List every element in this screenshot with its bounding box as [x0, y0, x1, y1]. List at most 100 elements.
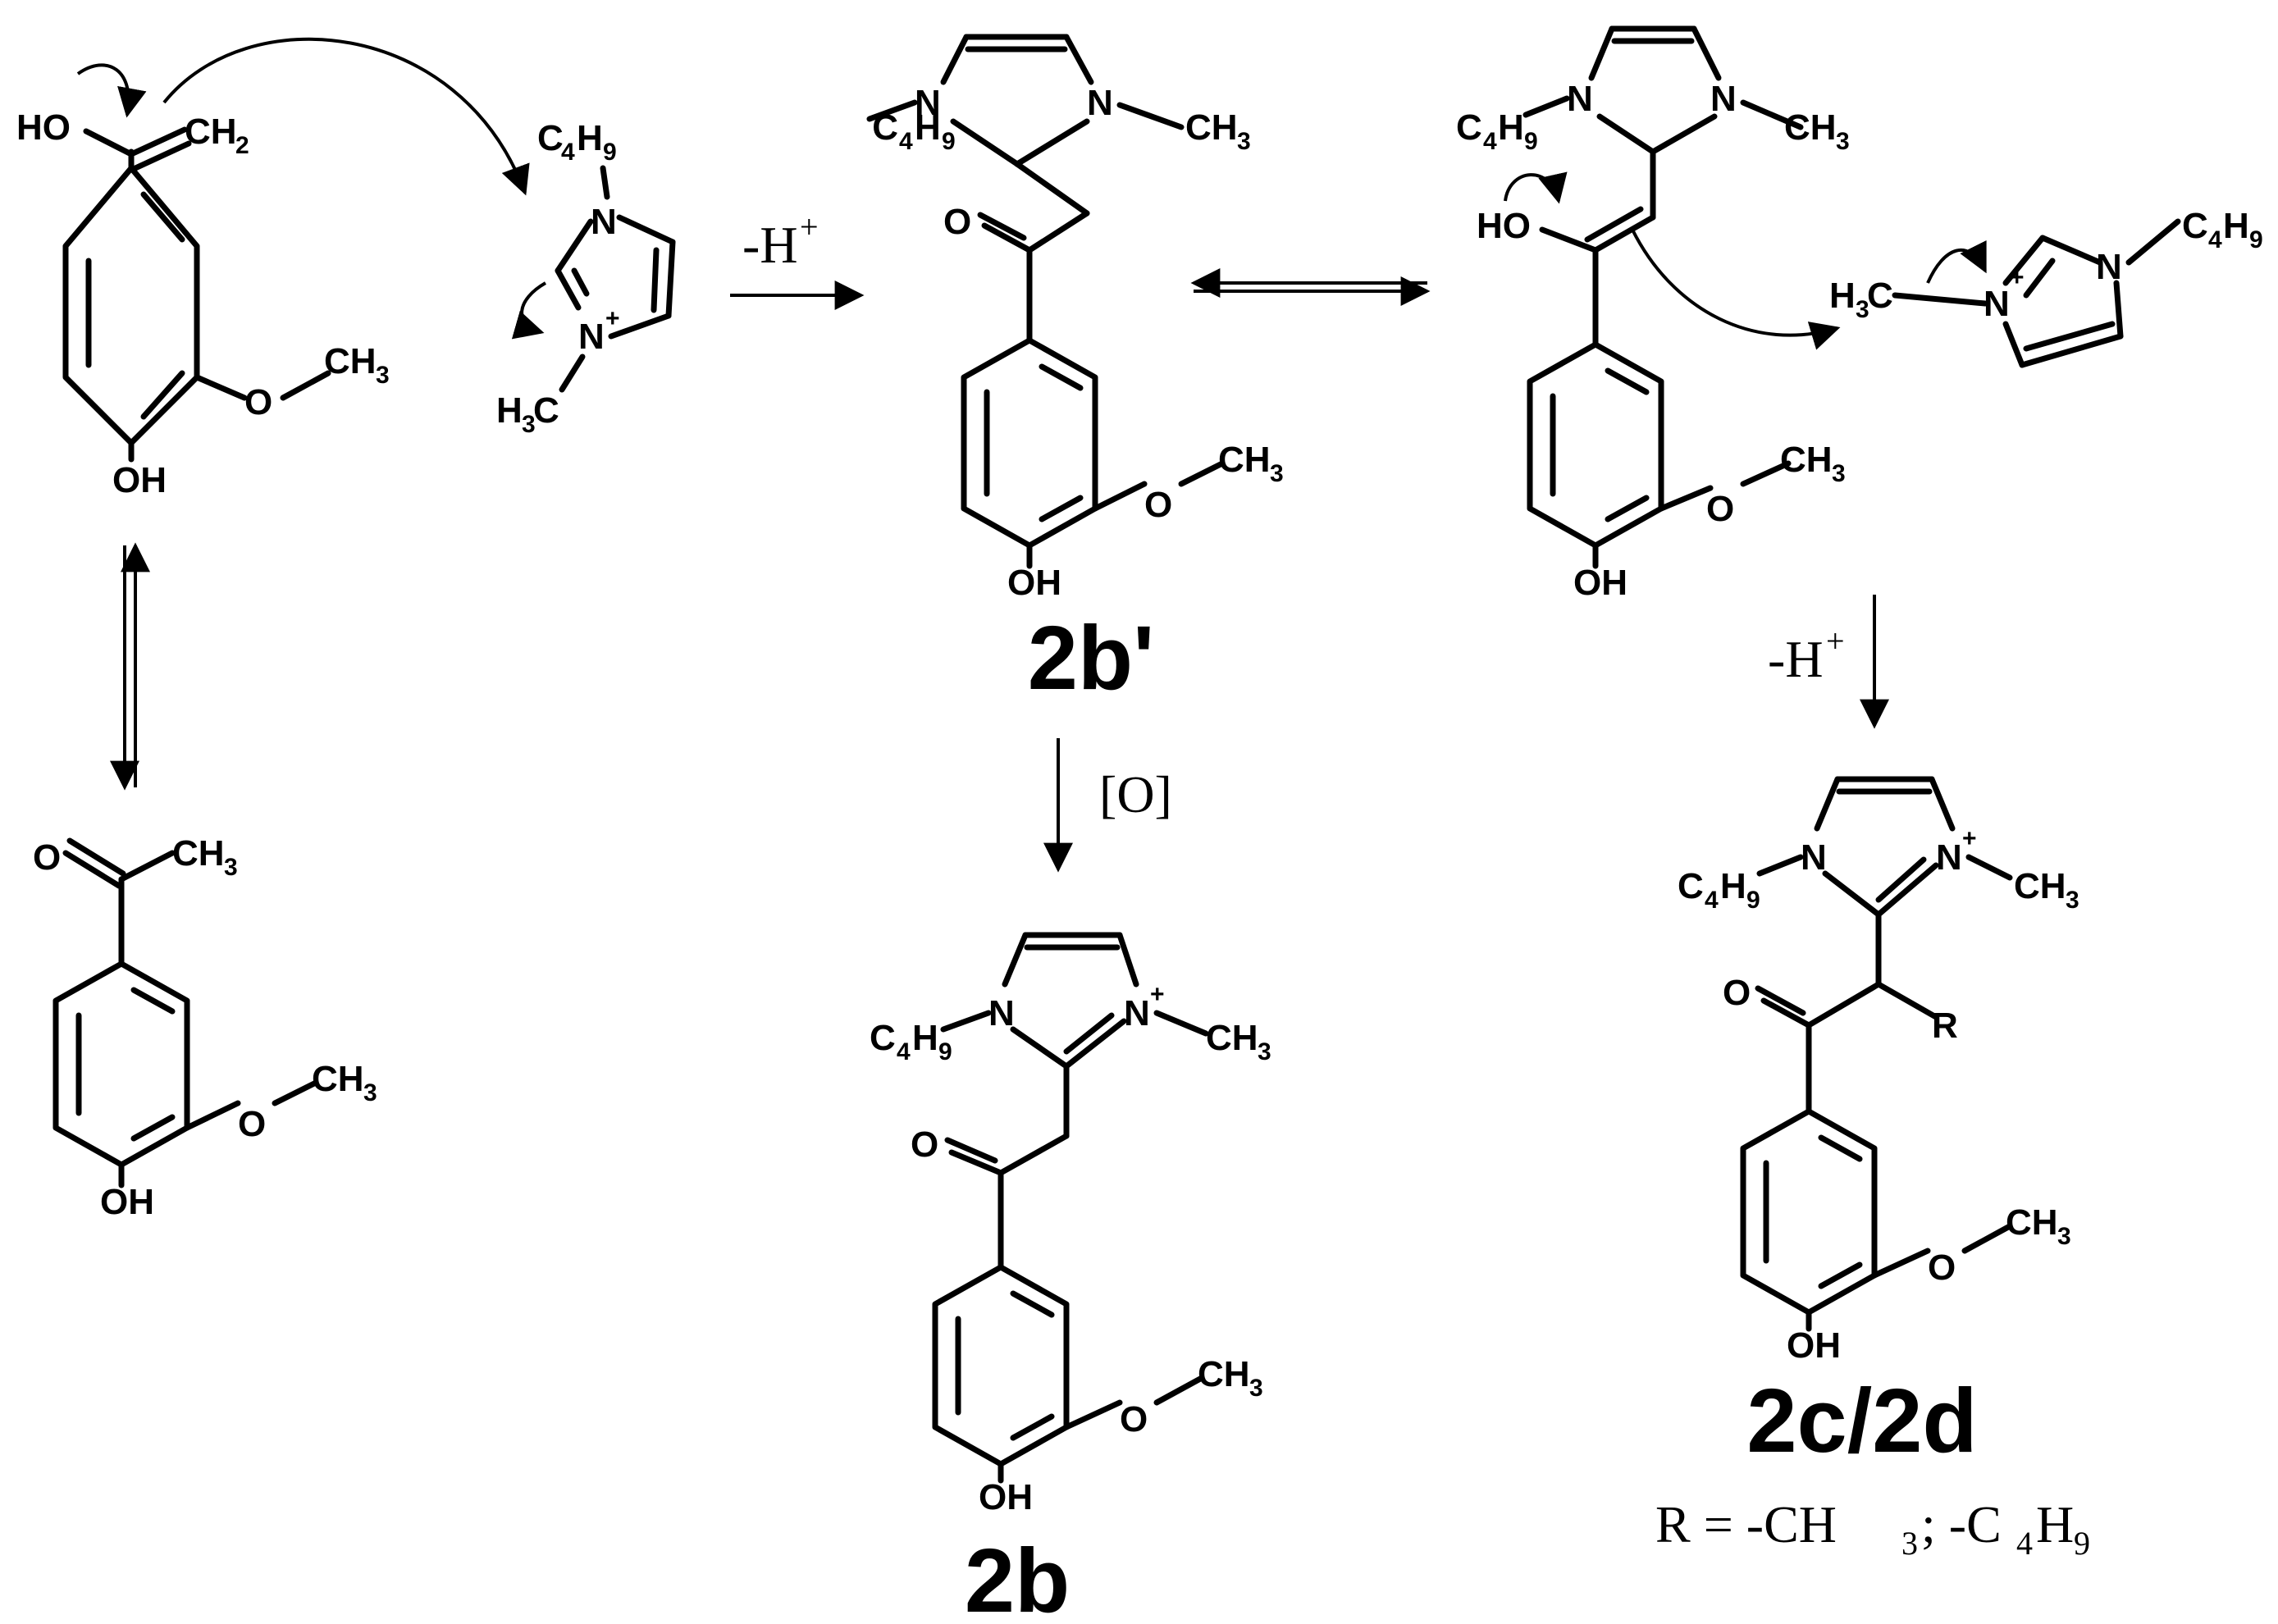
svg-text:N: N [1124, 993, 1150, 1033]
svg-text:N: N [1936, 837, 1962, 878]
svg-text:9: 9 [942, 128, 956, 155]
svg-text:CH: CH [312, 1059, 364, 1099]
ch2-label: CH [185, 112, 237, 152]
svg-text:9: 9 [2249, 226, 2263, 253]
svg-text:H: H [2223, 206, 2249, 246]
svg-text:+: + [1826, 623, 1845, 659]
svg-text:3: 3 [224, 854, 238, 881]
hydroxyl-label: HO [16, 107, 71, 148]
svg-text:+: + [1150, 981, 1165, 1008]
svg-text:3: 3 [363, 1079, 377, 1106]
compound-label-2c-2d: 2c/2d [1746, 1371, 1977, 1471]
svg-text:CH: CH [2014, 866, 2066, 906]
imidazolium-reagent: C 4 H 9 N N + H 3 C [496, 118, 676, 438]
deprotonation-step-1: -H + [730, 208, 865, 310]
intermediate-2b-prime: N N CH 3 C 4 H 9 O O CH 3 OH 2b' [866, 34, 1284, 709]
svg-text:CH: CH [1185, 107, 1238, 148]
svg-text:OH: OH [1007, 563, 1061, 603]
svg-text:N: N [1567, 79, 1593, 119]
svg-text:[O]: [O] [1099, 765, 1172, 823]
svg-text:O: O [1706, 489, 1734, 529]
svg-text:C: C [2182, 206, 2208, 246]
svg-text:H: H [1829, 276, 1856, 316]
svg-text:H: H [1720, 866, 1746, 906]
svg-text:3: 3 [2066, 887, 2079, 914]
svg-text:-H: -H [742, 216, 798, 274]
svg-text:O: O [1723, 973, 1751, 1013]
product-2b: N N + CH 3 C 4 H 9 O O CH 3 OH 2b [870, 932, 1271, 1624]
equilibrium-arrows-top [1190, 268, 1431, 306]
svg-text:CH: CH [1780, 440, 1833, 480]
methylimidazolium: H 3 C N + N C 4 H 9 [1829, 206, 2263, 368]
svg-text:3: 3 [522, 411, 536, 438]
svg-text:C: C [1678, 866, 1704, 906]
svg-text:9: 9 [2074, 1525, 2090, 1562]
svg-text:3: 3 [376, 362, 390, 389]
svg-text:O: O [1144, 485, 1172, 525]
svg-text:O: O [1928, 1248, 1956, 1288]
svg-text:O: O [943, 202, 971, 242]
svg-text:N: N [915, 83, 941, 123]
svg-text:N: N [988, 993, 1015, 1033]
svg-text:OH: OH [100, 1182, 154, 1222]
svg-text:H: H [2036, 1495, 2074, 1553]
svg-text:O: O [238, 1104, 266, 1144]
phenol-oh-label: OH [112, 460, 167, 500]
svg-text:3: 3 [1249, 1375, 1263, 1402]
svg-text:4: 4 [1705, 887, 1719, 914]
product-2c-2d: N N + CH 3 C 4 H 9 R O O CH 3 OH 2c/2d [1655, 776, 2090, 1562]
enol-tautomer: HO CH 2 O CH 3 OH [16, 63, 390, 500]
methyl-label: CH [324, 341, 377, 381]
svg-text:OH: OH [979, 1477, 1033, 1517]
svg-text:H: H [1498, 107, 1524, 148]
svg-text:C: C [872, 107, 898, 148]
svg-text:3: 3 [2057, 1223, 2071, 1250]
svg-text:9: 9 [603, 139, 617, 166]
svg-text:OH: OH [1787, 1325, 1841, 1366]
svg-text:CH: CH [172, 833, 225, 874]
svg-text:4: 4 [1483, 128, 1497, 155]
svg-text:O: O [911, 1124, 938, 1165]
enol-imidazoline: N N CH 3 C 4 H 9 HO O CH 3 OH [1456, 25, 1850, 603]
svg-text:9: 9 [938, 1038, 952, 1065]
r-group-definition: R = -CH 3 ; -C 4 H 9 [1655, 1495, 2090, 1562]
svg-text:-H: -H [1768, 630, 1824, 688]
svg-text:3: 3 [1832, 460, 1846, 487]
svg-text:3: 3 [1901, 1525, 1918, 1562]
svg-text:4: 4 [2016, 1525, 2033, 1562]
svg-text:3: 3 [1836, 128, 1850, 155]
svg-text:H: H [912, 1018, 938, 1058]
svg-text:H: H [915, 107, 941, 148]
svg-text:3: 3 [1237, 128, 1251, 155]
svg-text:C: C [537, 118, 564, 158]
svg-text:C: C [533, 390, 559, 431]
ch2-sub: 2 [235, 132, 249, 159]
compound-label-2b-prime: 2b' [1028, 608, 1155, 709]
svg-text:CH: CH [1198, 1354, 1250, 1394]
svg-text:N: N [591, 202, 617, 242]
methoxy-o-label: O [244, 382, 272, 422]
svg-text:OH: OH [1573, 563, 1627, 603]
svg-text:+: + [1962, 825, 1977, 852]
svg-text:CH: CH [1784, 107, 1837, 148]
svg-text:+: + [800, 208, 819, 245]
svg-text:4: 4 [561, 139, 575, 166]
oxidation-step: [O] [1043, 738, 1172, 873]
svg-text:; -C: ; -C [1921, 1495, 2002, 1553]
svg-text:4: 4 [899, 128, 913, 155]
svg-text:O: O [33, 837, 61, 878]
svg-text:9: 9 [1524, 128, 1538, 155]
svg-text:4: 4 [897, 1038, 911, 1065]
svg-text:R = -CH: R = -CH [1655, 1495, 1837, 1553]
svg-text:O: O [1120, 1399, 1148, 1439]
svg-text:CH: CH [1206, 1018, 1258, 1058]
svg-text:CH: CH [2006, 1202, 2058, 1243]
svg-text:CH: CH [1218, 440, 1271, 480]
deprotonation-step-2: -H + [1768, 595, 1889, 729]
svg-text:N: N [1710, 79, 1737, 119]
svg-text:3: 3 [1270, 460, 1284, 487]
svg-text:C: C [1867, 276, 1893, 316]
svg-text:N: N [1801, 837, 1827, 878]
svg-text:+: + [605, 305, 620, 332]
